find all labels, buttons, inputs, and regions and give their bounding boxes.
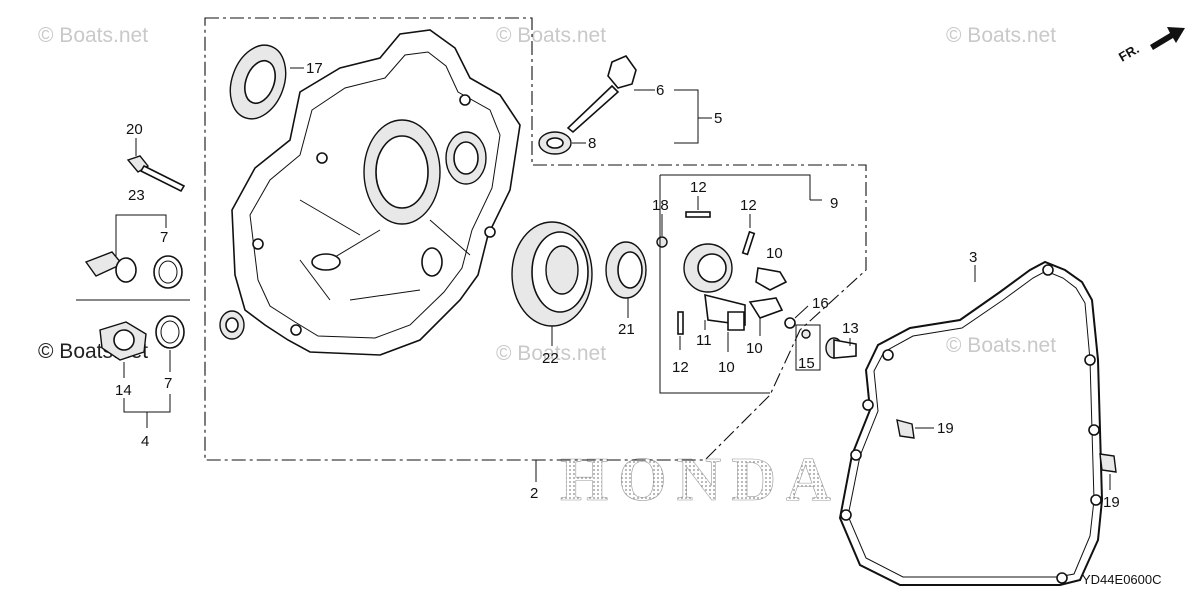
callout-17: 17 xyxy=(306,60,323,77)
callout-16: 16 xyxy=(812,295,829,312)
callout-5: 5 xyxy=(714,110,722,127)
callout-19b: 19 xyxy=(1103,494,1120,511)
honda-brand-mark: HONDA xyxy=(560,446,841,514)
diagram-code: YD44E0600C xyxy=(1082,572,1162,587)
clip-10a xyxy=(755,267,788,291)
crankcase-cover xyxy=(219,29,521,356)
oil-dipstick-6 xyxy=(566,55,637,134)
drain-bolt-23 xyxy=(84,251,137,283)
washer-18 xyxy=(656,236,668,248)
callout-3: 3 xyxy=(969,249,977,266)
clip-10c xyxy=(727,311,745,331)
cover-assembly-outline xyxy=(204,17,867,461)
front-arrow-icon xyxy=(1150,27,1185,50)
watermark-top-left: © Boats.net xyxy=(38,24,148,47)
callout-12b: 12 xyxy=(740,197,757,214)
washer-7a xyxy=(153,255,183,289)
pin-12b xyxy=(741,230,756,256)
callout-21: 21 xyxy=(618,321,635,338)
callout-2: 2 xyxy=(530,485,538,502)
gasket-3 xyxy=(838,260,1104,586)
callout-7b: 7 xyxy=(164,375,172,392)
callout-10c: 10 xyxy=(718,359,735,376)
callout-7a: 7 xyxy=(160,229,168,246)
callout-23: 23 xyxy=(128,187,145,204)
callout-14: 14 xyxy=(115,382,132,399)
clip-10b xyxy=(748,297,784,319)
callout-12c: 12 xyxy=(672,359,689,376)
bearing-22 xyxy=(511,221,593,327)
front-direction-indicator: FR. xyxy=(1116,27,1185,65)
callout-4: 4 xyxy=(141,433,149,450)
drain-plug-14 xyxy=(99,321,147,361)
governor-gear-11 xyxy=(683,243,746,326)
pin-12a xyxy=(685,211,711,218)
watermark-top-right: © Boats.net xyxy=(946,24,1056,47)
watermark-mid-center: © Boats.net xyxy=(496,342,606,365)
front-label: FR. xyxy=(1116,41,1142,64)
callout-9: 9 xyxy=(830,195,838,212)
shaft-13 xyxy=(825,337,857,359)
washer-16 xyxy=(784,317,796,329)
callout-19a: 19 xyxy=(937,420,954,437)
callout-10a: 10 xyxy=(766,245,783,262)
oil-seal-17 xyxy=(229,44,287,120)
callout-10b: 10 xyxy=(746,340,763,357)
bracket-15 xyxy=(801,329,811,339)
dowel-pin-19a xyxy=(896,419,915,439)
dowel-pin-19b xyxy=(1099,453,1117,473)
callout-20: 20 xyxy=(126,121,143,138)
callout-12a: 12 xyxy=(690,179,707,196)
watermark-mid-right: © Boats.net xyxy=(946,334,1056,357)
callout-22: 22 xyxy=(542,350,559,367)
callout-8: 8 xyxy=(588,135,596,152)
bolt-20 xyxy=(126,155,186,193)
pin-12c xyxy=(677,311,684,335)
bearing-21 xyxy=(605,241,647,299)
callout-6: 6 xyxy=(656,82,664,99)
callout-15: 15 xyxy=(798,355,815,372)
callout-13: 13 xyxy=(842,320,859,337)
watermark-top-center: © Boats.net xyxy=(496,24,606,47)
callout-11: 11 xyxy=(696,332,712,349)
washer-7b xyxy=(155,315,185,349)
